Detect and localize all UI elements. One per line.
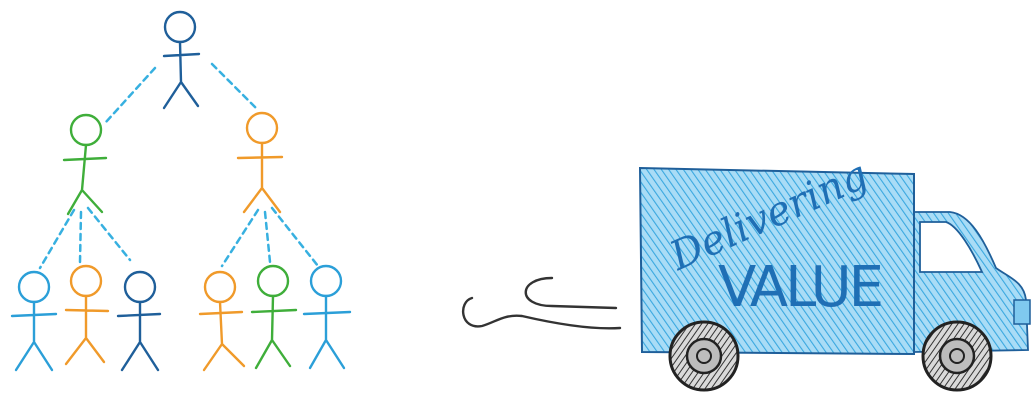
- person-member-2: [66, 266, 108, 364]
- wheel-front: [923, 322, 991, 390]
- truck: Delivering VALUE: [640, 152, 1030, 390]
- truck-bumper: [1014, 300, 1030, 324]
- person-manager-left: [64, 115, 106, 214]
- person-member-5: [252, 266, 296, 368]
- connector-right-3: [272, 208, 318, 266]
- speed-lines: [463, 278, 620, 328]
- truck-main-text: VALUE: [718, 255, 884, 320]
- connector-left-1: [40, 210, 74, 268]
- person-member-4: [200, 272, 244, 370]
- connector-root-right: [212, 64, 256, 108]
- connector-left-3: [88, 208, 130, 260]
- connector-right-1: [222, 210, 258, 266]
- connector-root-left: [106, 68, 155, 122]
- person-member-3: [118, 272, 160, 370]
- person-root: [164, 12, 199, 108]
- person-member-1: [12, 272, 56, 370]
- wheel-rear: [670, 322, 738, 390]
- person-member-6: [304, 266, 350, 368]
- org-connectors: [40, 64, 318, 268]
- connector-right-2: [265, 212, 270, 262]
- connector-left-2: [80, 212, 81, 262]
- person-manager-right: [238, 113, 282, 212]
